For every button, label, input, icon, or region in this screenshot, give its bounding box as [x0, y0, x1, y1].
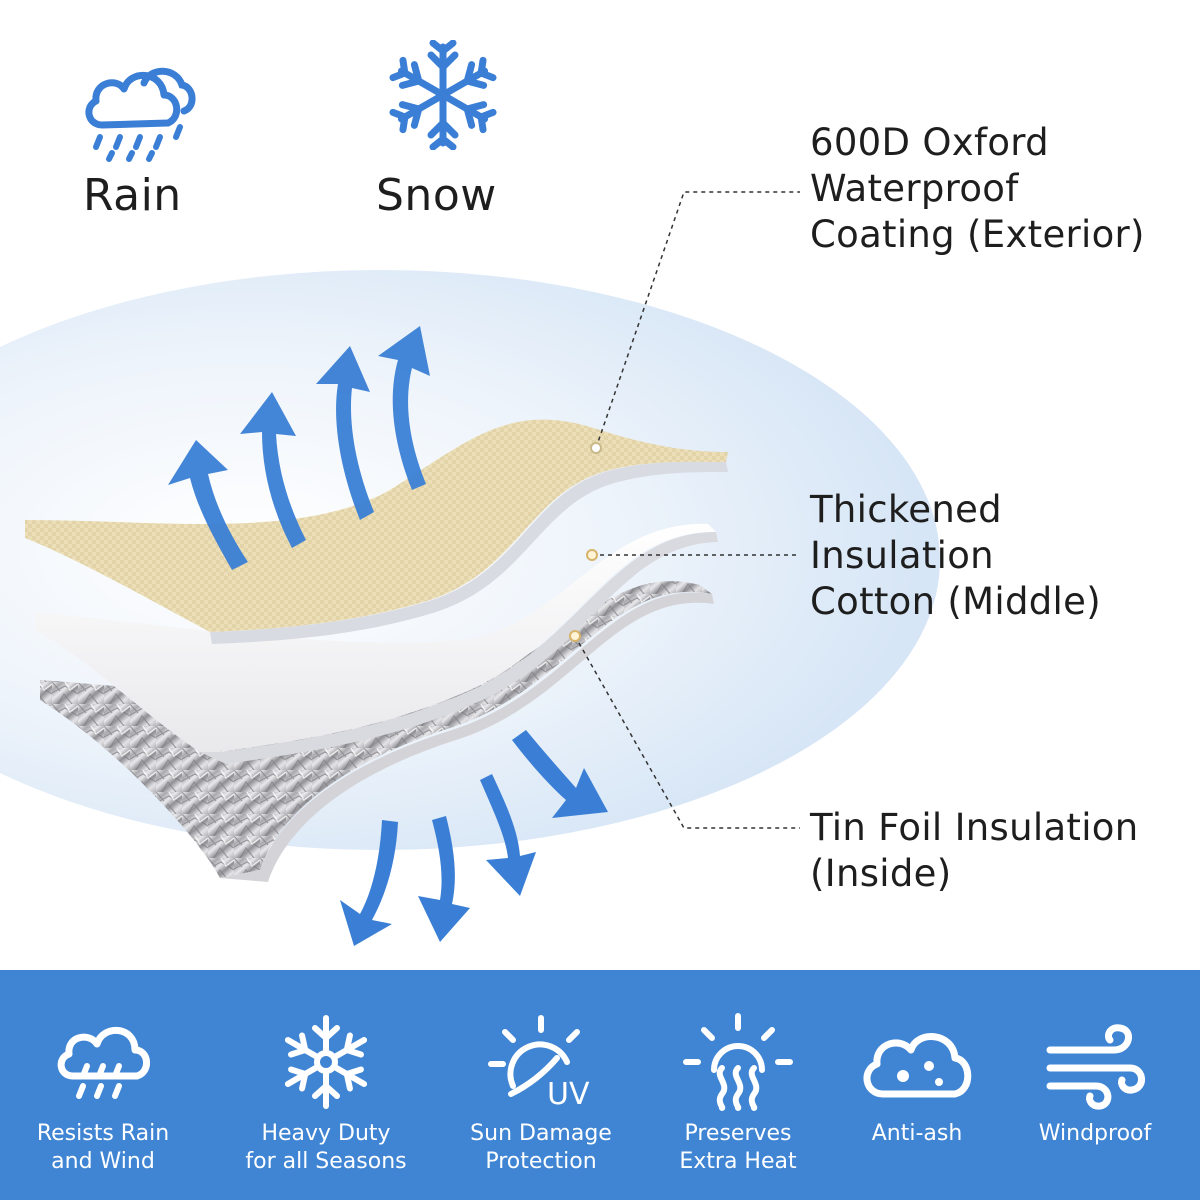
rain-cloud-icon — [57, 1026, 150, 1099]
snowflake-icon — [388, 40, 498, 150]
oxford-layer — [25, 419, 728, 644]
foil-layer-label: Tin Foil Insulation (Inside) — [810, 806, 1139, 895]
layer-diagram: Rain Snow 600D Oxford Waterproof Coating… — [0, 40, 1145, 946]
downward-arrows — [340, 730, 608, 946]
heat-sun-icon — [683, 1013, 793, 1111]
sun-uv-icon: UV — [488, 1015, 590, 1112]
uv-text: UV — [547, 1077, 590, 1112]
feature-windproof: Windproof — [995, 970, 1195, 1200]
wind-icon — [1046, 1024, 1145, 1110]
fabric-layers-illustration — [0, 191, 940, 946]
foil-marker — [569, 630, 581, 642]
oxford-marker — [590, 442, 602, 454]
feature-anti-ash: Anti-ash — [817, 970, 1017, 1200]
oxford-layer-label: 600D Oxford Waterproof Coating (Exterior… — [810, 121, 1145, 256]
cotton-layer — [35, 523, 718, 764]
snow-label: Snow — [376, 170, 497, 221]
feature-label: Windproof — [1038, 1121, 1152, 1146]
snowflake-icon — [276, 1015, 376, 1112]
rain-cloud-icon — [85, 67, 196, 162]
leader-lines — [574, 191, 800, 829]
ash-cloud-icon — [863, 1033, 972, 1098]
rain-label: Rain — [83, 170, 182, 221]
feature-label: Anti-ash — [871, 1121, 963, 1146]
cotton-marker — [586, 549, 598, 561]
upward-arrows — [168, 326, 430, 570]
cotton-layer-label: Thickened Insulation Cotton (Middle) — [810, 488, 1101, 623]
